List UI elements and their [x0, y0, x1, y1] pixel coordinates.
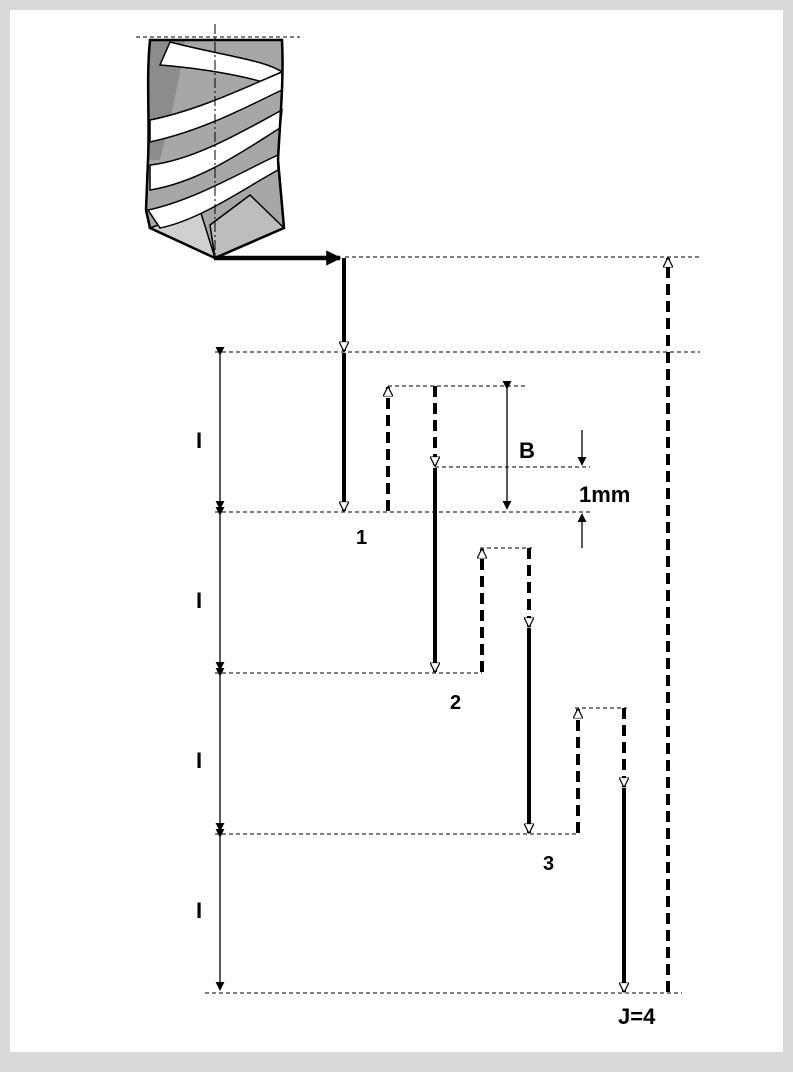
label-step-1: 1 — [356, 527, 367, 549]
label-step-2: 2 — [450, 692, 461, 714]
label-I-1: I — [196, 428, 202, 453]
label-B: B — [519, 438, 535, 463]
retract-arrows — [388, 387, 578, 833]
drill-bit-icon — [144, 38, 286, 260]
peck-drilling-diagram: I I I I B 1mm 1 2 3 J=4 — [136, 24, 700, 1029]
label-1mm: 1mm — [579, 482, 630, 507]
reapproach-arrows — [435, 386, 624, 787]
label-final-step: J=4 — [618, 1004, 656, 1029]
diagram-frame: I I I I B 1mm 1 2 3 J=4 — [10, 10, 783, 1052]
label-I-3: I — [196, 748, 202, 773]
label-I-4: I — [196, 898, 202, 923]
label-step-3: 3 — [543, 853, 554, 875]
reference-lines — [205, 256, 700, 994]
label-I-2: I — [196, 588, 202, 613]
